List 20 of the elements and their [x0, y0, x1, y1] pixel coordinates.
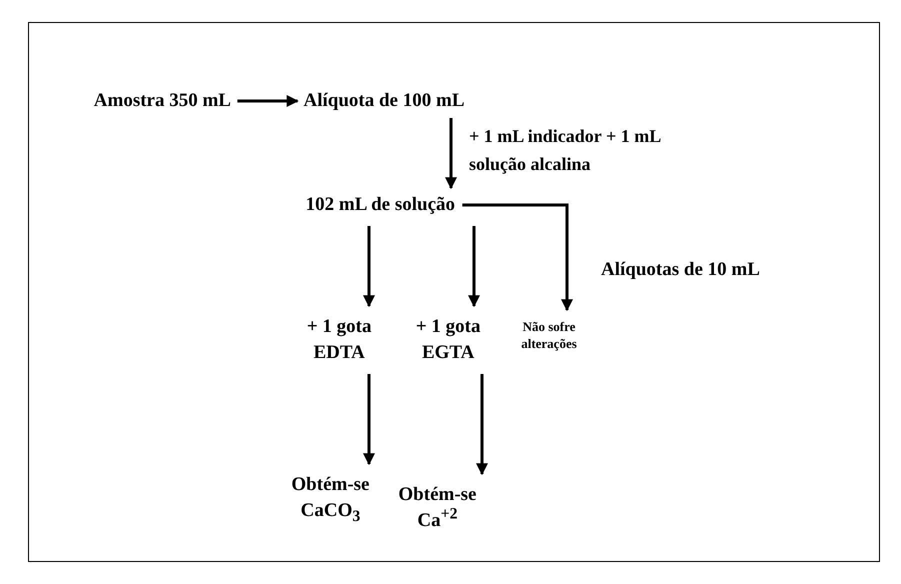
node-text: Alíquota de 100 mL [302, 89, 466, 113]
arrow [462, 204, 573, 312]
node-text: + 1 gota [414, 315, 482, 339]
step-note: Alíquotas de 10 mL [601, 258, 760, 282]
node-text: + 1 gota [306, 315, 372, 339]
arrow [445, 118, 457, 190]
node-text: CaCO$_{3}$ [300, 499, 362, 524]
node-text: 102 mL de solução [304, 193, 456, 217]
arrow [468, 226, 480, 308]
arrow [476, 374, 488, 476]
node-text: Ca$^{+2}$ [416, 508, 459, 533]
node-text: EGTA [420, 341, 476, 365]
arrow [363, 226, 375, 308]
node-text: Obtém-se [290, 473, 370, 497]
node-text: Amostra 350 mL [92, 89, 232, 113]
node-text: Não sofre alterações [520, 318, 578, 352]
node-text: Obtém-se [397, 483, 478, 507]
node-text: EDTA [312, 341, 366, 365]
arrow [363, 374, 375, 466]
arrow [237, 95, 299, 107]
